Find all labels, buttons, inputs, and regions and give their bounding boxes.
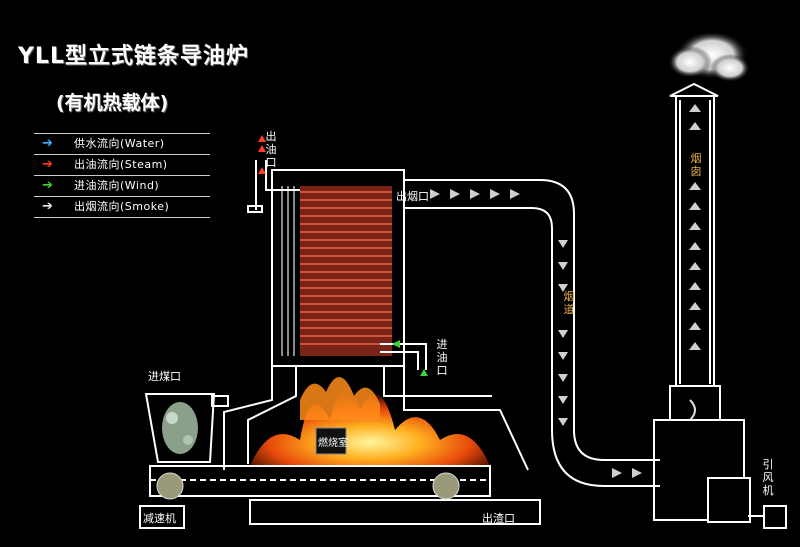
coal-inlet-label: 进煤口: [148, 370, 181, 383]
gear-icon: [156, 472, 460, 500]
heating-coil: [281, 186, 392, 356]
combustion-chamber-door: [315, 427, 347, 455]
induced-fan: [653, 419, 787, 529]
flue-duct: [402, 179, 660, 487]
diagram-title: YLL型立式链条导油炉: [18, 44, 249, 69]
smoke-outlet-label: 出烟口: [396, 190, 429, 203]
arrow-icon: ➔: [42, 199, 54, 214]
smoke-cloud: [668, 31, 750, 82]
reducer-label: 减速机: [143, 512, 176, 525]
arrow-icon: ➔: [42, 136, 54, 151]
fan-label: 引风机: [762, 458, 774, 497]
reducer-box: [139, 505, 185, 529]
legend-row-steam: ➔ 出油流向(Steam): [34, 155, 210, 176]
legend-label: 供水流向(Water): [74, 137, 165, 150]
legend-row-water: ➔ 供水流向(Water): [34, 133, 210, 155]
coal-pile: [162, 402, 198, 454]
chain-grate: [149, 465, 541, 525]
coal-hopper: [144, 393, 229, 463]
combustion-chamber-label: 燃烧室: [318, 438, 348, 449]
flue-label: 烟道: [563, 290, 575, 316]
chimney-flow-arrows: [689, 104, 701, 350]
legend-label: 出油流向(Steam): [74, 158, 168, 171]
arrow-icon: ➔: [42, 157, 54, 172]
oil-outlet-pipe: [247, 160, 300, 213]
fire-flames: [250, 376, 490, 466]
oil-inlet-arrows: [392, 340, 428, 376]
legend-label: 出烟流向(Smoke): [74, 200, 170, 213]
chimney-label: 烟囱: [690, 152, 702, 178]
furnace-walls: [223, 366, 529, 471]
slag-outlet-label: 出渣口: [482, 512, 515, 525]
legend-label: 进油流向(Wind): [74, 179, 160, 192]
flue-flow-arrows: [430, 189, 642, 478]
diagram-subtitle: (有机热载体): [56, 92, 169, 114]
oil-inlet-label: 进油口: [436, 338, 448, 377]
oil-outlet-label: 出油口: [265, 130, 277, 169]
arrow-icon: ➔: [42, 178, 54, 193]
flow-legend: ➔ 供水流向(Water) ➔ 出油流向(Steam) ➔ 进油流向(Wind)…: [34, 133, 210, 218]
legend-row-smoke: ➔ 出烟流向(Smoke): [34, 197, 210, 218]
legend-row-wind: ➔ 进油流向(Wind): [34, 176, 210, 197]
